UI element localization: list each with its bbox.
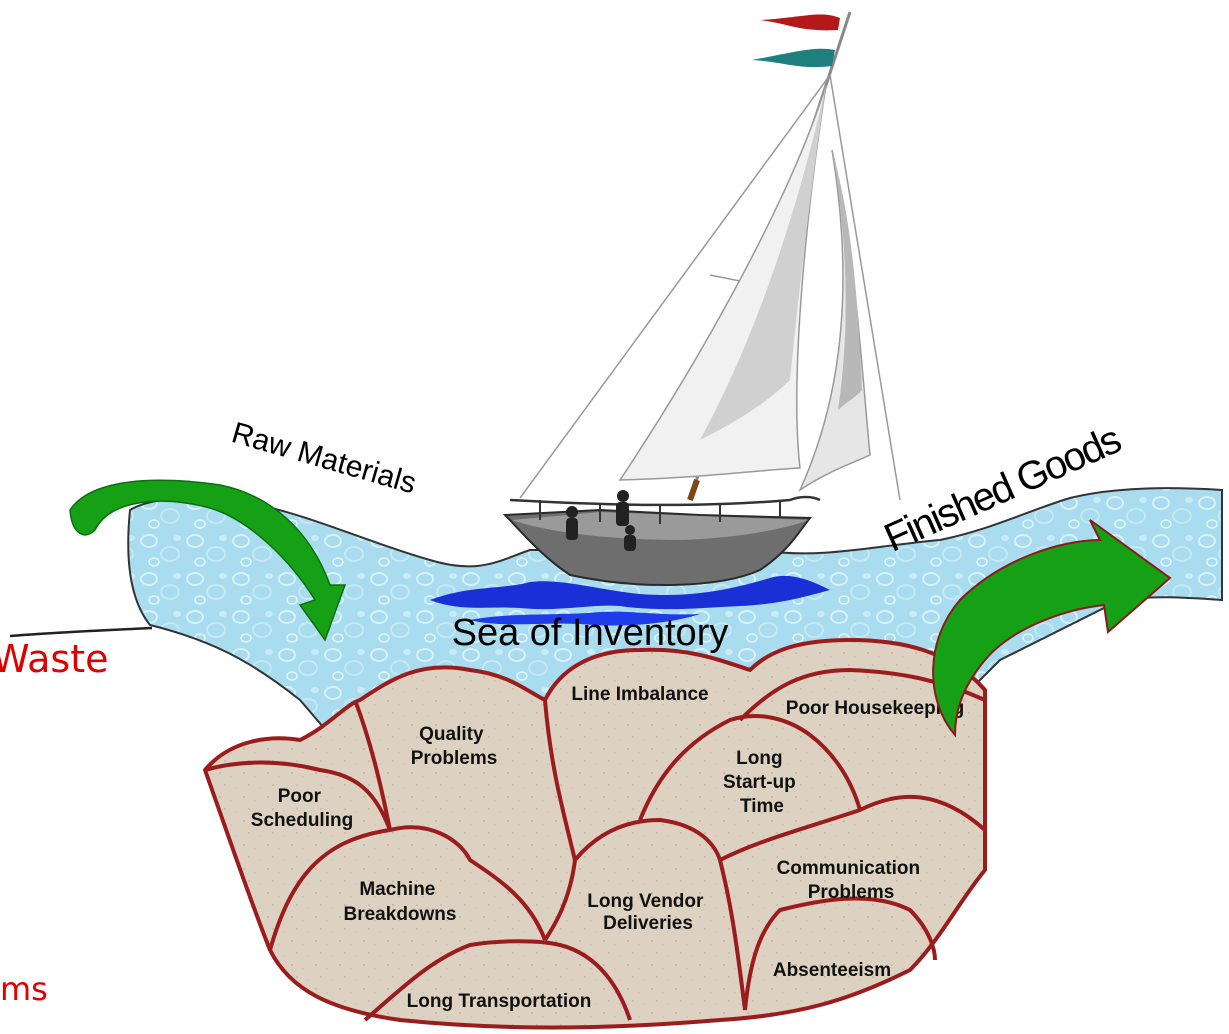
absenteeism-label: Absenteeism xyxy=(773,960,891,981)
main-sail-shade xyxy=(700,85,826,440)
shoreline xyxy=(9,626,153,638)
rock-labels: Line Imbalance Poor Housekeeping Quality… xyxy=(251,684,964,1012)
waste-text: Waste xyxy=(0,637,109,681)
poor-housekeeping-label: Poor Housekeeping xyxy=(786,698,964,719)
sailboat xyxy=(502,11,901,586)
long-transportation-label: Long Transportation xyxy=(407,991,592,1012)
long-startup-time-label: Long Start-up Time xyxy=(723,748,801,817)
water-splash xyxy=(430,575,830,610)
sailors xyxy=(566,490,636,551)
sea-of-inventory-label: Sea of Inventory xyxy=(452,612,729,654)
line-imbalance-label: Line Imbalance xyxy=(571,684,708,705)
red-flag xyxy=(760,14,840,31)
communication-problems-label: Communication Problems xyxy=(777,858,926,903)
hull-highlight xyxy=(512,512,808,540)
machine-breakdowns-label: Machine Breakdowns xyxy=(344,879,457,925)
long-vendor-deliveries-label: Long Vendor Deliveries xyxy=(587,891,708,934)
raw-materials-label: Raw Materials xyxy=(228,416,420,500)
railing xyxy=(509,495,821,507)
outflow-arrow xyxy=(932,519,1172,738)
inflow-arrow xyxy=(69,479,347,642)
rock-pile-outline xyxy=(203,638,987,1030)
jib-sail-shade xyxy=(832,150,862,410)
poor-scheduling-label: Poor Scheduling xyxy=(251,786,353,831)
water-splash-2 xyxy=(470,611,700,626)
quality-problems-label: Quality Problems xyxy=(411,724,498,769)
teal-flag xyxy=(752,48,835,68)
problems-text: ms xyxy=(0,970,48,1008)
